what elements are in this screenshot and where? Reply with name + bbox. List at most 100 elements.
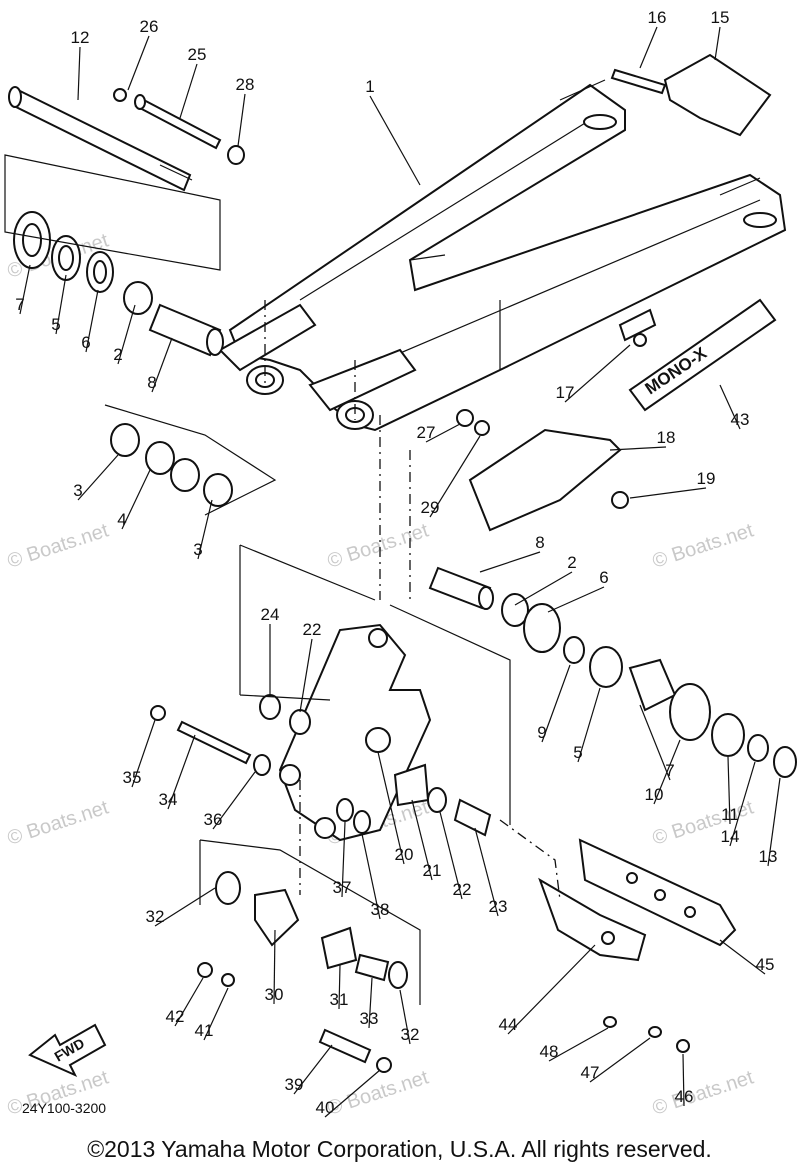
leader-line — [564, 344, 631, 403]
leader-line — [237, 93, 246, 147]
relay-arm — [278, 623, 432, 842]
leader-lines — [19, 26, 781, 1118]
leader-line — [197, 499, 213, 560]
leader-line — [127, 35, 150, 91]
callout-11: 11 — [721, 805, 739, 824]
callout-44: 44 — [499, 1015, 518, 1034]
leader-line — [19, 264, 31, 315]
callout-39: 39 — [285, 1075, 304, 1094]
callout-17: 17 — [556, 383, 575, 402]
chain-guard-15 — [663, 53, 772, 137]
leader-line — [507, 944, 596, 1035]
group-frames — [4, 154, 511, 1005]
callout-34: 34 — [159, 790, 178, 809]
callout-35: 35 — [123, 768, 142, 787]
callout-18: 18 — [657, 428, 676, 447]
leader-line — [154, 887, 216, 927]
callout-labels: 1223345566778891011121314151617181920212… — [15, 8, 777, 1117]
seal-22b — [427, 787, 447, 813]
callout-3: 3 — [193, 540, 202, 559]
bolt-34 — [176, 720, 252, 765]
leader-line — [273, 929, 276, 1005]
leader-line — [338, 964, 341, 1010]
callout-22: 22 — [453, 880, 472, 899]
callout-22: 22 — [303, 620, 322, 639]
leader-line — [174, 977, 204, 1027]
leader-line — [547, 586, 605, 613]
nut-26 — [113, 88, 127, 102]
bolt-25 — [134, 94, 222, 150]
callout-5: 5 — [51, 315, 60, 334]
callout-10: 10 — [645, 785, 664, 804]
diagram-code: 24Y100-3200 — [22, 1100, 106, 1116]
leader-line — [714, 26, 721, 61]
callout-7: 7 — [665, 761, 674, 780]
callout-13: 13 — [759, 847, 778, 866]
leader-line — [577, 687, 601, 763]
callout-47: 47 — [581, 1063, 600, 1082]
callout-31: 31 — [330, 990, 349, 1009]
callout-41: 41 — [195, 1021, 214, 1040]
leader-line — [719, 384, 741, 430]
leader-line — [629, 487, 707, 499]
callout-6: 6 — [81, 333, 90, 352]
callout-43: 43 — [731, 410, 750, 429]
alignment-lines — [264, 300, 561, 901]
callout-21: 21 — [423, 861, 442, 880]
leader-line — [377, 751, 405, 865]
callout-26: 26 — [140, 17, 159, 36]
nut-29 — [474, 420, 490, 436]
callout-1: 1 — [365, 77, 374, 96]
leader-line — [203, 987, 229, 1041]
callout-45: 45 — [756, 955, 775, 974]
callout-46: 46 — [675, 1087, 694, 1106]
callout-2: 2 — [567, 553, 576, 572]
callout-7: 7 — [15, 295, 24, 314]
washer-48 — [603, 1016, 617, 1028]
bolt-17 — [618, 308, 657, 342]
watermark-text: © Boats.net — [650, 796, 757, 849]
seal-38 — [353, 810, 371, 834]
bolt-19 — [611, 491, 629, 509]
leader-line — [639, 26, 658, 69]
leader-line — [727, 756, 731, 825]
leader-line — [151, 337, 173, 393]
washer-27 — [456, 409, 474, 427]
leader-line — [324, 1069, 381, 1118]
leader-line — [639, 704, 671, 781]
chain-puller-18 — [468, 428, 622, 532]
collar-23 — [453, 798, 492, 837]
leader-line — [121, 469, 151, 530]
leader-line — [767, 777, 781, 867]
callout-14: 14 — [721, 827, 740, 846]
leader-line — [117, 304, 136, 365]
leader-line — [179, 63, 198, 119]
bolt-16 — [610, 68, 667, 95]
leader-line — [368, 977, 373, 1029]
callout-28: 28 — [236, 75, 255, 94]
callout-12: 12 — [71, 28, 90, 47]
leader-line — [474, 827, 499, 917]
callout-29: 29 — [421, 498, 440, 517]
connecting-rod — [197, 871, 408, 1073]
callout-6: 6 — [599, 568, 608, 587]
callout-2: 2 — [113, 345, 122, 364]
callout-8: 8 — [147, 373, 156, 392]
callout-33: 33 — [360, 1009, 379, 1028]
leader-line — [429, 435, 481, 518]
leader-line — [85, 289, 99, 353]
leader-line — [55, 274, 67, 335]
leader-line — [411, 799, 433, 881]
right-bearing-stack — [428, 566, 797, 778]
callout-48: 48 — [540, 1042, 559, 1061]
callout-36: 36 — [204, 810, 223, 829]
leader-line — [293, 1044, 333, 1095]
leader-line — [514, 571, 573, 606]
callout-16: 16 — [648, 8, 667, 27]
washer-28 — [227, 145, 245, 165]
callout-9: 9 — [537, 723, 546, 742]
bracket-44-45 — [538, 838, 737, 962]
watermark-text: © Boats.net — [325, 1066, 432, 1119]
nut-35 — [150, 705, 166, 721]
